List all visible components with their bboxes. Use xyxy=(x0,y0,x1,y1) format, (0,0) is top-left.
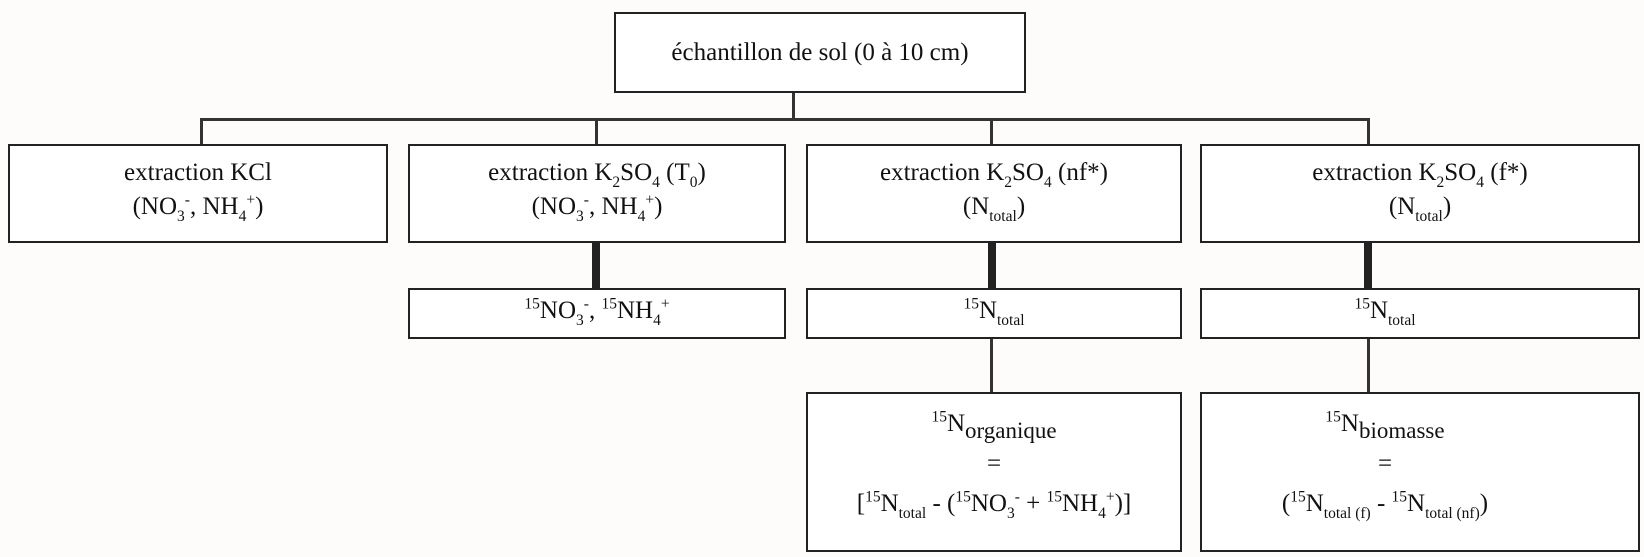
n15-organique-label: 15Norganique xyxy=(931,408,1057,444)
n15-total-f: 15Ntotal xyxy=(1354,295,1416,329)
n15-organique-equals: = xyxy=(986,450,1002,477)
drop-col4 xyxy=(1367,118,1370,144)
thick-link-col2 xyxy=(592,243,600,289)
k2so4-t0-title: extraction K2SO4 (T0) xyxy=(488,159,706,191)
link-col3-formula xyxy=(990,338,993,393)
n15-organique-expression: [15Ntotal - (15NO3- + 15NH4+)] xyxy=(856,488,1132,522)
kcl-extraction-box: extraction KCl (NO3-, NH4+) xyxy=(8,144,388,243)
isotope-species: 15NO3-, 15NH4+ xyxy=(524,295,670,329)
k2so4-t0-species: (NO3-, NH4+) xyxy=(531,191,663,225)
thick-link-col3 xyxy=(988,243,996,289)
n15-biomasse-equals: = xyxy=(1377,450,1393,477)
k2so4-t0-extraction-box: extraction K2SO4 (T0) (NO3-, NH4+) xyxy=(408,144,786,243)
n15-biomasse-box: 15Nbiomasse = (15Ntotal (f) - 15Ntotal (… xyxy=(1200,392,1640,552)
k2so4-nf-title: extraction K2SO4 (nf*) xyxy=(880,159,1108,191)
root-stem xyxy=(792,92,795,120)
n15-organique-box: 15Norganique = [15Ntotal - (15NO3- + 15N… xyxy=(806,392,1182,552)
drop-col1 xyxy=(200,118,203,144)
k2so4-nf-extraction-box: extraction K2SO4 (nf*) (Ntotal) xyxy=(806,144,1182,243)
isotope-species-box: 15NO3-, 15NH4+ xyxy=(408,288,786,339)
link-col4-formula xyxy=(1367,338,1370,393)
n15-biomasse-expression: (15Ntotal (f) - 15Ntotal (nf)) xyxy=(1281,488,1489,522)
drop-col3 xyxy=(990,118,993,144)
n15-total-nf-box: 15Ntotal xyxy=(806,288,1182,339)
k2so4-f-extraction-box: extraction K2SO4 (f*) (Ntotal) xyxy=(1200,144,1640,243)
root-label: échantillon de sol (0 à 10 cm) xyxy=(671,38,969,66)
k2so4-f-title: extraction K2SO4 (f*) xyxy=(1312,159,1528,191)
n15-total-f-box: 15Ntotal xyxy=(1200,288,1640,339)
k2so4-nf-ntotal: (Ntotal) xyxy=(962,192,1026,225)
drop-col2 xyxy=(595,118,598,144)
root-box: échantillon de sol (0 à 10 cm) xyxy=(614,12,1026,93)
n15-biomasse-label: 15Nbiomasse xyxy=(1325,408,1445,444)
kcl-species: (NO3-, NH4+) xyxy=(132,191,264,225)
horizontal-connector xyxy=(200,118,1370,121)
thick-link-col4 xyxy=(1364,243,1372,289)
k2so4-f-ntotal: (Ntotal) xyxy=(1388,192,1452,225)
n15-total-nf: 15Ntotal xyxy=(963,295,1025,329)
kcl-title: extraction KCl xyxy=(124,159,272,186)
